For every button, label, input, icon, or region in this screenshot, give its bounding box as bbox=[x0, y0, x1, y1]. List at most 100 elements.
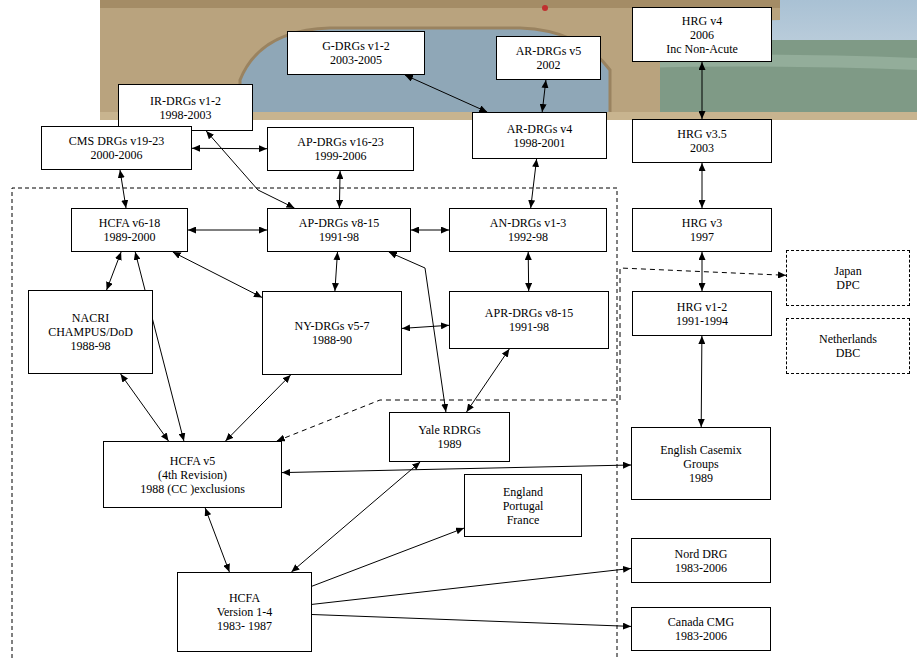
box-title: HCFA v5 bbox=[170, 454, 215, 468]
box-text: 1983- 1987 bbox=[217, 619, 272, 633]
lineage-arrow bbox=[411, 230, 449, 231]
flag-mark bbox=[542, 5, 548, 11]
lineage-arrow bbox=[528, 252, 530, 291]
box-title: AN-DRGs v1-3 bbox=[490, 216, 566, 230]
lineage-arrow bbox=[542, 80, 546, 112]
box-text: 2003 bbox=[690, 141, 714, 155]
lineage-arrow bbox=[312, 615, 631, 627]
box-text: 1991-98 bbox=[319, 230, 359, 244]
box-text: 1983-2006 bbox=[675, 561, 727, 575]
box-title: Japan bbox=[834, 264, 861, 278]
box-title: HCFA v6-18 bbox=[99, 216, 160, 230]
classification-box: HRG v42006Inc Non-Acute bbox=[632, 7, 772, 62]
classification-box: AP-DRGs v16-231999-2006 bbox=[267, 127, 414, 171]
lineage-arrow bbox=[467, 349, 510, 412]
classification-box: EnglandPortugalFrance bbox=[464, 474, 582, 537]
box-text: 1999-2006 bbox=[315, 149, 367, 163]
classification-box: NY-DRGs v5-71988-90 bbox=[262, 291, 402, 375]
classification-box: AR-DRGs v41998-2001 bbox=[472, 112, 607, 159]
box-title: NACRI bbox=[72, 311, 109, 325]
box-text: 1998-2001 bbox=[514, 136, 566, 150]
bridge-arch-opening bbox=[240, 28, 610, 120]
lineage-arrow bbox=[312, 528, 464, 586]
dashed-box: JapanDPC bbox=[786, 250, 910, 306]
lineage-arrow bbox=[282, 465, 631, 473]
dashed-region bbox=[12, 188, 617, 659]
box-text: 1989 bbox=[689, 471, 713, 485]
box-title: AP-DRGs v8-15 bbox=[299, 216, 379, 230]
box-text: 2006 bbox=[690, 28, 714, 42]
lineage-arrow bbox=[205, 508, 229, 572]
box-title: HCFA bbox=[229, 591, 260, 605]
box-title: AR-DRGs v4 bbox=[507, 122, 573, 136]
box-title: HRG v4 bbox=[682, 14, 722, 28]
box-text: 2000-2006 bbox=[91, 148, 143, 162]
box-text: (4th Revision) bbox=[158, 468, 227, 482]
lineage-arrow bbox=[702, 252, 703, 291]
box-text: Inc Non-Acute bbox=[666, 42, 738, 56]
box-title: CMS DRGs v19-23 bbox=[69, 134, 164, 148]
box-title: HRG v3.5 bbox=[677, 127, 726, 141]
classification-box: HCFA v5(4th Revision)1988 (CC )exclusion… bbox=[103, 441, 282, 508]
lineage-arrow bbox=[121, 374, 169, 441]
lineage-arrow bbox=[339, 171, 341, 208]
box-text: France bbox=[507, 513, 540, 527]
classification-box: HRG v3.52003 bbox=[632, 119, 772, 163]
lineage-arrow bbox=[405, 75, 487, 112]
box-title: English Casemix bbox=[660, 443, 742, 457]
classification-box: Yale RDRGs1989 bbox=[389, 412, 510, 462]
box-text: 1997 bbox=[690, 230, 714, 244]
lineage-arrow bbox=[291, 462, 420, 572]
lineage-arrow bbox=[335, 252, 338, 291]
lineage-arrow bbox=[702, 163, 703, 208]
box-title: Netherlands bbox=[819, 332, 877, 346]
classification-box: CMS DRGs v19-232000-2006 bbox=[41, 126, 192, 170]
classification-box: G-DRGs v1-22003-2005 bbox=[287, 31, 425, 75]
box-text: 1992-98 bbox=[508, 230, 548, 244]
box-text: Version 1-4 bbox=[217, 605, 273, 619]
classification-box: IR-DRGs v1-21998-2003 bbox=[118, 84, 253, 131]
bridge-stone bbox=[100, 0, 780, 120]
box-title: G-DRGs v1-2 bbox=[322, 39, 390, 53]
lineage-arrow bbox=[701, 336, 703, 427]
lineage-arrow bbox=[402, 325, 449, 328]
lineage-arrow bbox=[192, 148, 267, 149]
lineage-arrow bbox=[173, 252, 262, 297]
box-text: 1988 (CC )exclusions bbox=[140, 482, 245, 496]
box-title: NY-DRGs v5-7 bbox=[295, 319, 370, 333]
classification-box: HRG v1-21991-1994 bbox=[632, 291, 772, 336]
box-text: Groups bbox=[683, 457, 718, 471]
box-text: 1988-90 bbox=[312, 333, 352, 347]
dashed-box: NetherlandsDBC bbox=[786, 318, 910, 374]
classification-box: AR-DRGs v52002 bbox=[496, 36, 601, 80]
lineage-arrow bbox=[531, 159, 537, 208]
classification-box: Nord DRG1983-2006 bbox=[631, 538, 771, 583]
box-title: APR-DRGs v8-15 bbox=[485, 306, 573, 320]
box-text: 2003-2005 bbox=[330, 53, 382, 67]
classification-box: HRG v31997 bbox=[632, 208, 772, 252]
box-text: DBC bbox=[836, 346, 861, 360]
classification-box: APR-DRGs v8-151991-98 bbox=[449, 291, 609, 349]
lineage-arrow bbox=[702, 62, 703, 119]
box-text: 1989-2000 bbox=[104, 230, 156, 244]
box-text: 1998-2003 bbox=[160, 108, 212, 122]
lineage-arrow bbox=[120, 170, 126, 208]
classification-box: English CasemixGroups1989 bbox=[631, 427, 771, 500]
box-text: DPC bbox=[836, 278, 859, 292]
classification-box: NACRICHAMPUS/DoD1988-98 bbox=[28, 290, 153, 374]
box-text: 1991-1994 bbox=[676, 314, 728, 328]
lineage-arrow bbox=[107, 252, 122, 290]
box-title: AR-DRGs v5 bbox=[516, 44, 582, 58]
box-text: 1991-98 bbox=[509, 320, 549, 334]
box-text: CHAMPUS/DoD bbox=[48, 325, 133, 339]
box-text: 1988-98 bbox=[71, 339, 111, 353]
box-title: AP-DRGs v16-23 bbox=[297, 135, 383, 149]
box-title: IR-DRGs v1-2 bbox=[150, 94, 221, 108]
classification-box: Canada CMG1983-2006 bbox=[631, 607, 771, 651]
lineage-arrow bbox=[312, 568, 631, 604]
box-text: 2002 bbox=[537, 58, 561, 72]
box-title: Yale RDRGs bbox=[418, 423, 480, 437]
classification-box: HCFA v6-181989-2000 bbox=[71, 208, 188, 252]
classification-box: AN-DRGs v1-31992-98 bbox=[449, 208, 607, 252]
